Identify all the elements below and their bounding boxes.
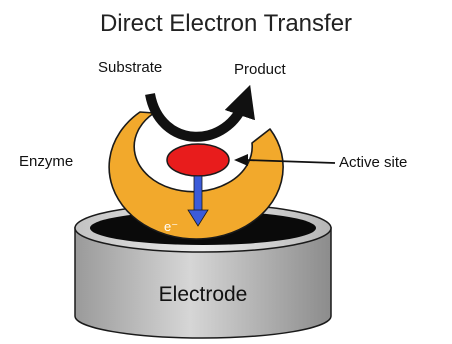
substrate-label: Substrate bbox=[98, 59, 162, 76]
product-label: Product bbox=[234, 61, 286, 78]
electrode-label: Electrode bbox=[0, 283, 406, 307]
electron-label: e⁻ bbox=[164, 219, 178, 235]
enzyme-label: Enzyme bbox=[19, 153, 73, 170]
active-site-label: Active site bbox=[339, 154, 407, 171]
diagram-title: Direct Electron Transfer bbox=[0, 10, 452, 38]
active-site bbox=[167, 144, 229, 176]
substrate-product-arrow bbox=[150, 94, 245, 137]
